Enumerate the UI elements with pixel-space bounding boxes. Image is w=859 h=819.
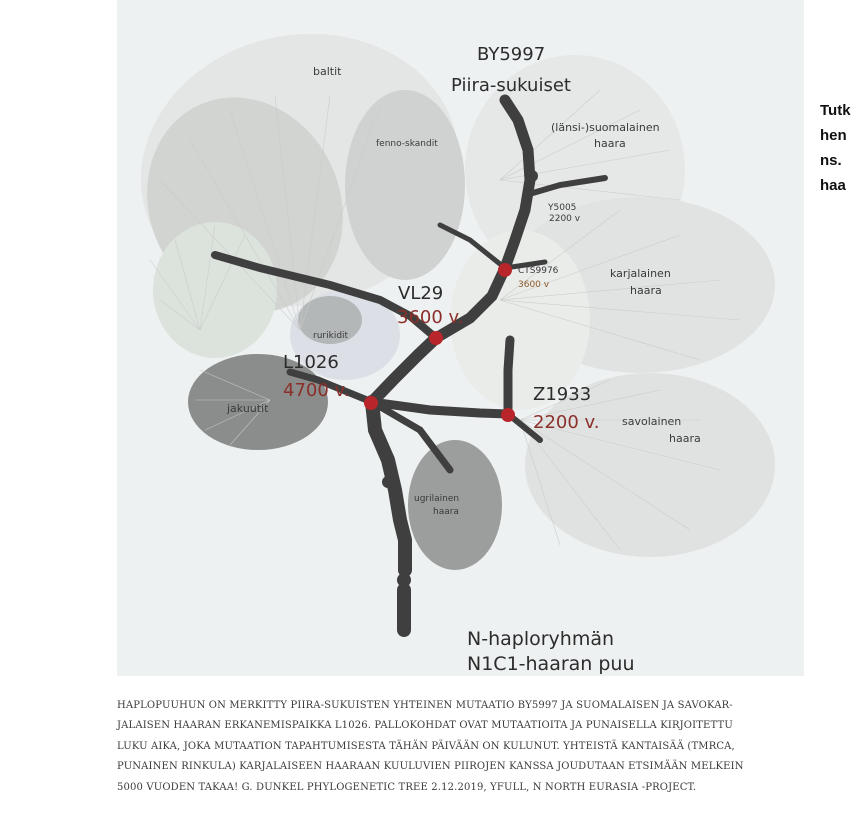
branch-jakuutit (286, 368, 376, 406)
label-vl29-age: 3600 v. (397, 307, 464, 328)
label-y5005-age: 2200 v (549, 214, 581, 224)
blob-rurikidit (298, 296, 362, 344)
label-z1933: Z1933 (533, 384, 591, 405)
side-note-line: Tutk (820, 102, 851, 119)
tree-title-line-2: N1C1-haaran puu (467, 653, 635, 675)
side-note: Tutk hen ns. haa (806, 98, 859, 293)
label-y5005: Y5005 (547, 203, 576, 213)
blob-green-cluster (153, 222, 277, 358)
branch-trunk (365, 395, 412, 637)
label-vl29: VL29 (398, 283, 443, 304)
side-note-line: hen (820, 127, 847, 144)
branch-l1026-z1933 (367, 397, 513, 419)
side-note-line: ns. (820, 152, 842, 169)
label-karjalainen-2: haara (630, 284, 662, 297)
caption-line: JALAISEN HAARAN ERKANEMISPAIKKA L1026. P… (117, 720, 733, 732)
branch-y5005 (523, 175, 608, 198)
blob-fenno-skandit (345, 90, 465, 280)
label-lansi-1: (länsi-)suomalainen (551, 121, 660, 134)
caption-line: PUNAINEN RINKULA) KARJALAISEEN HAARAAN K… (117, 761, 744, 773)
caption-line: LUKU AIKA, JOKA MUTAATION TAPAHTUMISESTA… (117, 740, 735, 752)
node-z1933 (501, 408, 515, 422)
node-cts9976 (498, 263, 512, 277)
caption-line: HAPLOPUUHUN ON MERKITTY PIIRA-SUKUISTEN … (117, 700, 733, 711)
label-savolainen-1: savolainen (622, 415, 681, 428)
blob-jakuutit (188, 354, 328, 450)
figure-caption: HAPLOPUUHUN ON MERKITTY PIIRA-SUKUISTEN … (117, 696, 807, 798)
side-note-line: haa (820, 177, 846, 194)
blob-savolainen (525, 373, 775, 557)
label-ugrilainen-2: haara (433, 507, 459, 517)
branch-vl29-cts (430, 262, 511, 344)
label-savolainen-2: haara (669, 432, 701, 445)
node-l1026 (364, 396, 378, 410)
branch-ugri (368, 398, 454, 474)
fan-lines (149, 89, 741, 551)
tree-title-line-1: N-haploryhmän (467, 628, 614, 650)
mutation-nodes (364, 263, 515, 422)
label-l1026-age: 4700 v. (283, 380, 350, 401)
diagram-labels: BY5997 Piira-sukuiset baltit fenno-skand… (226, 44, 701, 675)
blob-ugrilainen (408, 440, 502, 570)
caption-line: 5000 VUODEN TAKAA! G. DUNKEL PHYLOGENETI… (117, 781, 697, 793)
phylogenetic-tree: BY5997 Piira-sukuiset baltit fenno-skand… (140, 33, 775, 675)
haplogroup-blobs (140, 33, 775, 570)
label-cts9976: CTS9976 (518, 266, 559, 276)
label-fenno: fenno-skandit (376, 139, 438, 149)
label-cts9976-age: 3600 v (518, 280, 550, 290)
branch-l1026-vl29 (366, 332, 442, 408)
label-ugrilainen-1: ugrilainen (414, 494, 459, 504)
label-baltit: baltit (313, 65, 342, 78)
branches (211, 94, 608, 637)
label-by5997: BY5997 (477, 44, 545, 65)
blob-light-mid (450, 230, 590, 410)
branch-fenno (437, 222, 508, 271)
branch-rurikidit (211, 251, 440, 342)
label-piira: Piira-sukuiset (451, 75, 571, 96)
label-jakuutit: jakuutit (226, 402, 269, 415)
branch-cts-right (502, 259, 548, 271)
label-l1026: L1026 (283, 352, 339, 373)
node-vl29 (429, 331, 443, 345)
label-z1933-age: 2200 v. (533, 412, 600, 433)
label-rurikidit: rurikidit (313, 331, 349, 341)
label-lansi-2: haara (594, 137, 626, 150)
branch-z1933 (503, 335, 515, 419)
trunk-dots (382, 170, 538, 587)
label-karjalainen-1: karjalainen (610, 267, 671, 280)
